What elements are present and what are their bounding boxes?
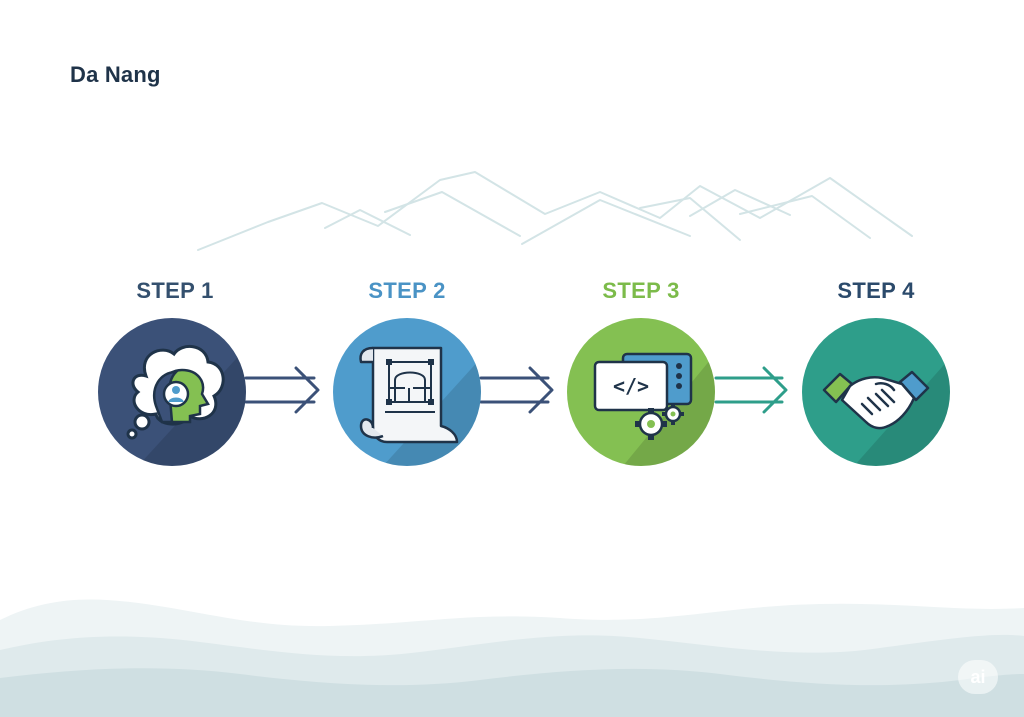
step-1-label: STEP 1 [136,278,214,303]
step-3-label: STEP 3 [602,278,680,303]
step-4-circle [802,318,950,466]
code-gears-icon: </> [593,352,715,466]
step-2-circle [333,318,481,466]
step-4-label: STEP 4 [837,278,915,303]
handshake-icon [822,358,950,466]
step-1-circle [98,318,246,466]
blueprint-icon [359,346,481,466]
step-3-circle: </> [567,318,715,466]
page-title: Da Nang [70,62,161,87]
arrow-2-icon [479,366,554,414]
arrow-3-icon [714,366,788,414]
ai-watermark-badge: ai [958,660,998,694]
thought-head-icon [126,345,246,466]
arrow-1-icon [244,366,320,414]
step-2-label: STEP 2 [368,278,446,303]
svg-text:</>: </> [613,374,649,398]
